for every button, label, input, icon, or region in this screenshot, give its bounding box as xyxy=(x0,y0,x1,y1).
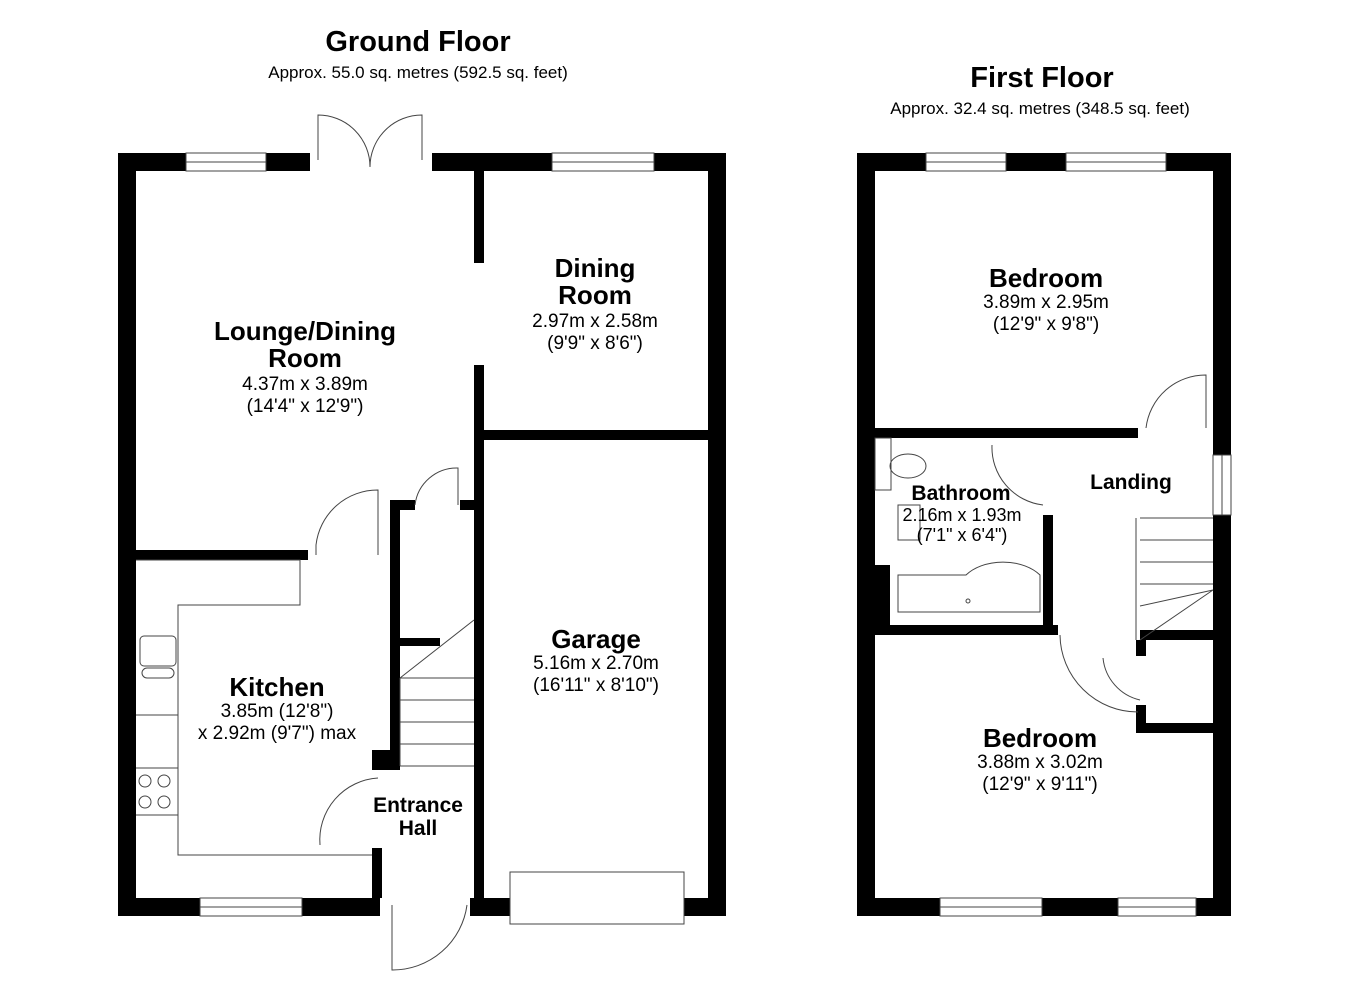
bedroom1-label: Bedroom xyxy=(988,263,1104,293)
bathroom-label: Bathroom xyxy=(911,482,1011,505)
lounge-imperial: (14'4" x 12'9") xyxy=(246,396,364,417)
ground-floor-stairs xyxy=(399,619,475,767)
bathroom-metric: 2.16m x 1.93m xyxy=(902,505,1022,525)
kitchen-imperial: x 2.92m (9'7") max xyxy=(197,723,357,744)
garage-imperial: (16'11" x 8'10") xyxy=(532,675,660,696)
ground-floor-title: Ground Floor xyxy=(325,26,511,58)
ground-floor-doors xyxy=(315,114,685,971)
dining-metric: 2.97m x 2.58m xyxy=(532,311,658,332)
kitchen-label: Kitchen xyxy=(229,672,325,702)
dining-label: Dining Room xyxy=(554,253,636,311)
dining-imperial: (9'9" x 8'6") xyxy=(547,333,643,354)
lounge-label: Lounge/Dining Room xyxy=(214,316,396,374)
bedroom1-metric: 3.89m x 2.95m xyxy=(983,292,1109,313)
first-floor-doors xyxy=(991,374,1207,713)
first-floor-title: First Floor xyxy=(970,62,1114,94)
bathroom-imperial: (7'1" x 6'4") xyxy=(916,525,1008,545)
lounge-metric: 4.37m x 3.89m xyxy=(242,374,368,395)
ground-floor-windows xyxy=(185,152,655,917)
kitchen-units xyxy=(136,559,372,856)
ground-floor-area: Approx. 55.0 sq. metres (592.5 sq. feet) xyxy=(268,63,568,82)
bedroom2-label: Bedroom xyxy=(982,723,1098,753)
bedroom2-imperial: (12'9" x 9'11") xyxy=(982,774,1098,795)
entrance-hall-label: Entrance Hall xyxy=(373,794,463,841)
garage-metric: 5.16m x 2.70m xyxy=(533,653,659,674)
kitchen-metric: 3.85m (12'8") xyxy=(220,701,334,722)
first-floor-area: Approx. 32.4 sq. metres (348.5 sq. feet) xyxy=(890,99,1190,118)
garage-label: Garage xyxy=(551,624,641,654)
bedroom1-imperial: (12'9" x 9'8") xyxy=(992,314,1100,335)
bedroom2-metric: 3.88m x 3.02m xyxy=(977,752,1103,773)
first-floor-windows xyxy=(925,152,1232,917)
bathroom-fixtures xyxy=(874,437,1041,613)
ground-floor-walls xyxy=(118,153,726,916)
landing-label: Landing xyxy=(1090,471,1172,494)
first-floor-stairs xyxy=(1135,517,1214,641)
